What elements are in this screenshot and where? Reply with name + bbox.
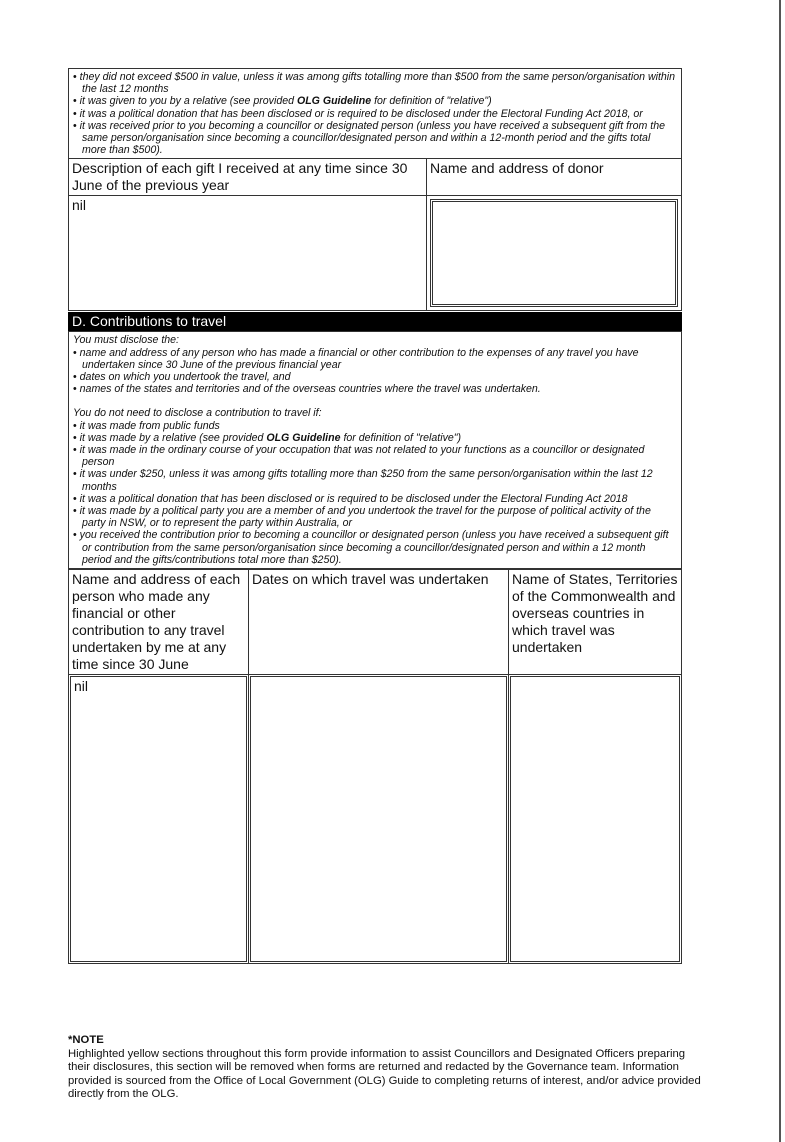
donor-cell — [426, 195, 682, 312]
olg-guideline: OLG Guideline — [266, 431, 341, 444]
donor-header: Name and address of donor — [426, 158, 682, 197]
contributor-header: Name and address of each person who made… — [68, 569, 249, 676]
travel-table-row: nil — [68, 674, 682, 965]
bullet: you received the contribution prior to b… — [73, 529, 677, 566]
scan-edge — [779, 0, 781, 1142]
bullet: name and address of any person who has m… — [73, 347, 677, 371]
bullet: it was given to you by a relative (see p… — [73, 95, 677, 107]
bullet: it was made from public funds — [73, 420, 677, 432]
bullet: they did not exceed $500 in value, unles… — [73, 71, 677, 95]
gift-description-field[interactable]: nil — [68, 195, 427, 312]
text: for definition of "relative") — [340, 431, 462, 444]
dates-header: Dates on which travel was undertaken — [248, 569, 509, 676]
not-intro: You do not need to disclose a contributi… — [73, 407, 322, 420]
note-title: *NOTE — [68, 1034, 104, 1047]
bullet: it was made in the ordinary course of yo… — [73, 444, 677, 468]
travel-table-header: Name and address of each person who made… — [68, 569, 682, 676]
bullet: it was under $250, unless it was among g… — [73, 468, 677, 492]
gift-exceptions-list: they did not exceed $500 in value, unles… — [68, 68, 682, 160]
places-field[interactable] — [508, 674, 682, 965]
bullet: names of the states and territories and … — [73, 383, 677, 395]
text: for definition of "relative") — [371, 95, 492, 108]
bullet: it was a political donation that has bee… — [73, 493, 677, 505]
gift-table-header: Description of each gift I received at a… — [68, 158, 682, 197]
bullet: it was made by a relative (see provided … — [73, 432, 677, 444]
contributor-field[interactable]: nil — [68, 674, 249, 965]
bullet: dates on which you undertook the travel,… — [73, 371, 677, 383]
gift-description-header: Description of each gift I received at a… — [68, 158, 427, 197]
bullet: it was made by a political party you are… — [73, 505, 677, 529]
text: it was made by a relative (see provided — [79, 431, 267, 444]
bullet: it was a political donation that has bee… — [73, 108, 677, 120]
gift-table-row: nil — [68, 195, 682, 312]
must-intro: You must disclose the: — [73, 334, 179, 347]
document-content: they did not exceed $500 in value, unles… — [68, 0, 701, 1142]
olg-guideline: OLG Guideline — [296, 95, 372, 108]
section-d-title: D. Contributions to travel — [68, 312, 682, 332]
bullet: it was received prior to you becoming a … — [73, 120, 677, 157]
donor-field[interactable] — [430, 199, 678, 308]
section-d-instructions: You must disclose the: name and address … — [68, 331, 682, 570]
places-header: Name of States, Territories of the Commo… — [508, 569, 682, 676]
note: *NOTE Highlighted yellow sections throug… — [68, 1034, 708, 1102]
dates-field[interactable] — [248, 674, 509, 965]
text: it was given to you by a relative (see p… — [79, 95, 297, 108]
note-text: Highlighted yellow sections throughout t… — [68, 1047, 701, 1101]
